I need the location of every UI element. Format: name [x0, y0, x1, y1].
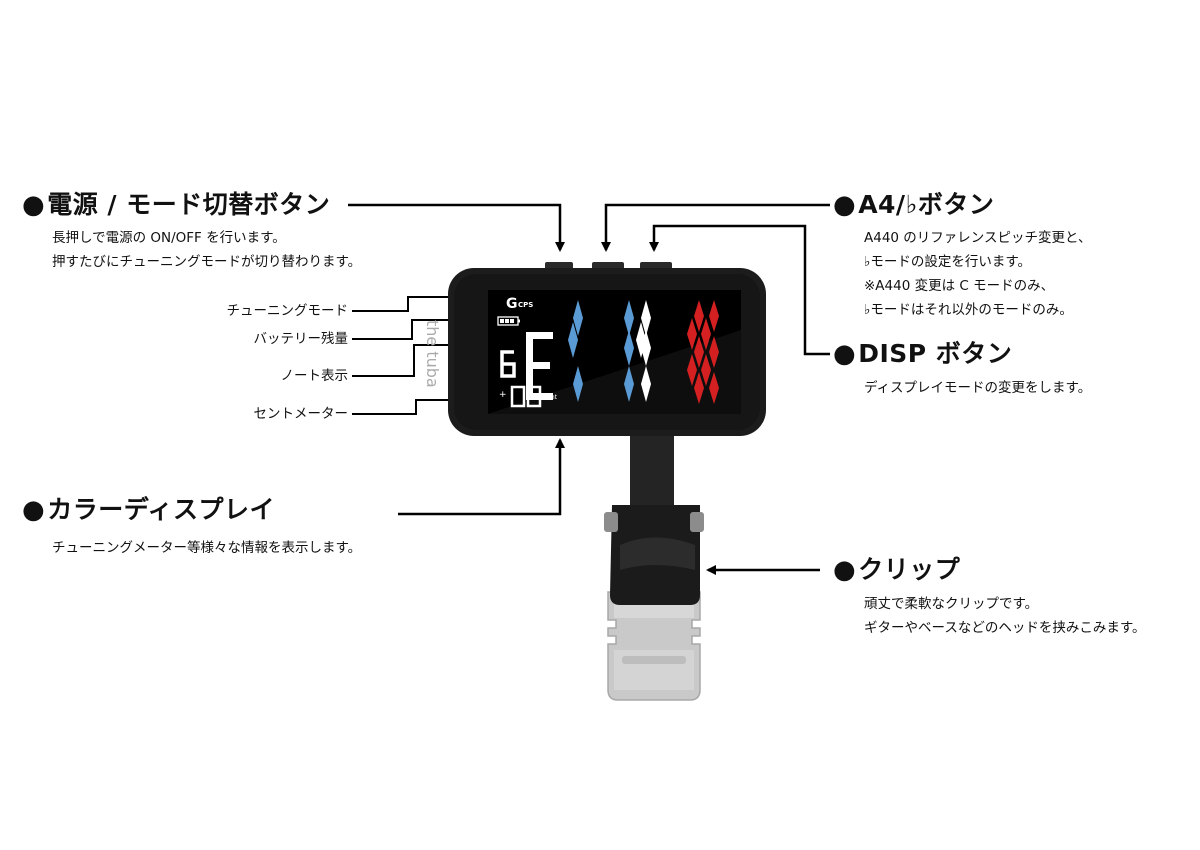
- mode-label-line: [352, 296, 482, 312]
- color-display-desc-1: チューニングメーター等様々な情報を表示します。: [52, 540, 362, 556]
- label-tuning-mode: チューニングモード: [226, 303, 349, 319]
- bullet-icon: ●: [22, 495, 46, 525]
- cent-meter: [568, 300, 719, 404]
- cent-unit: Cent: [543, 394, 558, 401]
- color-display-title: ●カラーディスプレイ: [22, 495, 275, 525]
- power-mode-desc-2: 押すたびにチューニングモードが切り替わります。: [52, 254, 362, 270]
- bullet-icon: ●: [833, 339, 857, 369]
- brand-logo: the tuba: [423, 320, 442, 388]
- power-mode-desc-1: 長押しで電源の ON/OFF を行います。: [52, 230, 286, 246]
- a4-callout-line: [601, 203, 830, 252]
- cent-value-display: [510, 385, 542, 408]
- bullet-icon: ●: [22, 190, 46, 220]
- disp-title: ●DISP ボタン: [833, 339, 1013, 369]
- bullet-icon: ●: [833, 555, 857, 585]
- battery-label-line: [352, 319, 482, 340]
- a4-flat-desc-4: ♭モードはそれ以外のモードのみ。: [864, 302, 1073, 318]
- tuning-mode-suffix: CPS: [518, 301, 534, 309]
- a4-flat-desc-2: ♭モードの設定を行います。: [864, 254, 1032, 270]
- label-cent-meter: セントメーター: [253, 406, 349, 422]
- a4-flat-title: ●A4/♭ボタン: [833, 190, 995, 220]
- power-callout-line: [348, 203, 565, 252]
- disp-desc-1: ディスプレイモードの変更をします。: [864, 380, 1092, 396]
- disp-callout-line: [649, 224, 830, 356]
- a4-flat-desc-1: A440 のリファレンスピッチ変更と、: [864, 230, 1092, 246]
- label-battery: バッテリー残量: [253, 331, 349, 347]
- octave-display: [500, 350, 516, 378]
- label-note-display: ノート表示: [280, 368, 349, 384]
- tuning-mode-letter: G: [506, 296, 518, 312]
- tuner-device: [448, 262, 766, 701]
- cent-sign: +: [499, 390, 507, 400]
- clip-desc-1: 頑丈で柔軟なクリップです。: [864, 596, 1039, 612]
- a4-flat-desc-3: ※A440 変更は C モードのみ、: [864, 278, 1055, 294]
- power-mode-title: ●電源 / モード切替ボタン: [22, 190, 331, 220]
- bullet-icon: ●: [833, 190, 857, 220]
- clip-desc-2: ギターやベースなどのヘッドを挟みこみます。: [864, 620, 1146, 636]
- clip-title: ●クリップ: [833, 555, 961, 585]
- display-callout-line: [398, 438, 565, 516]
